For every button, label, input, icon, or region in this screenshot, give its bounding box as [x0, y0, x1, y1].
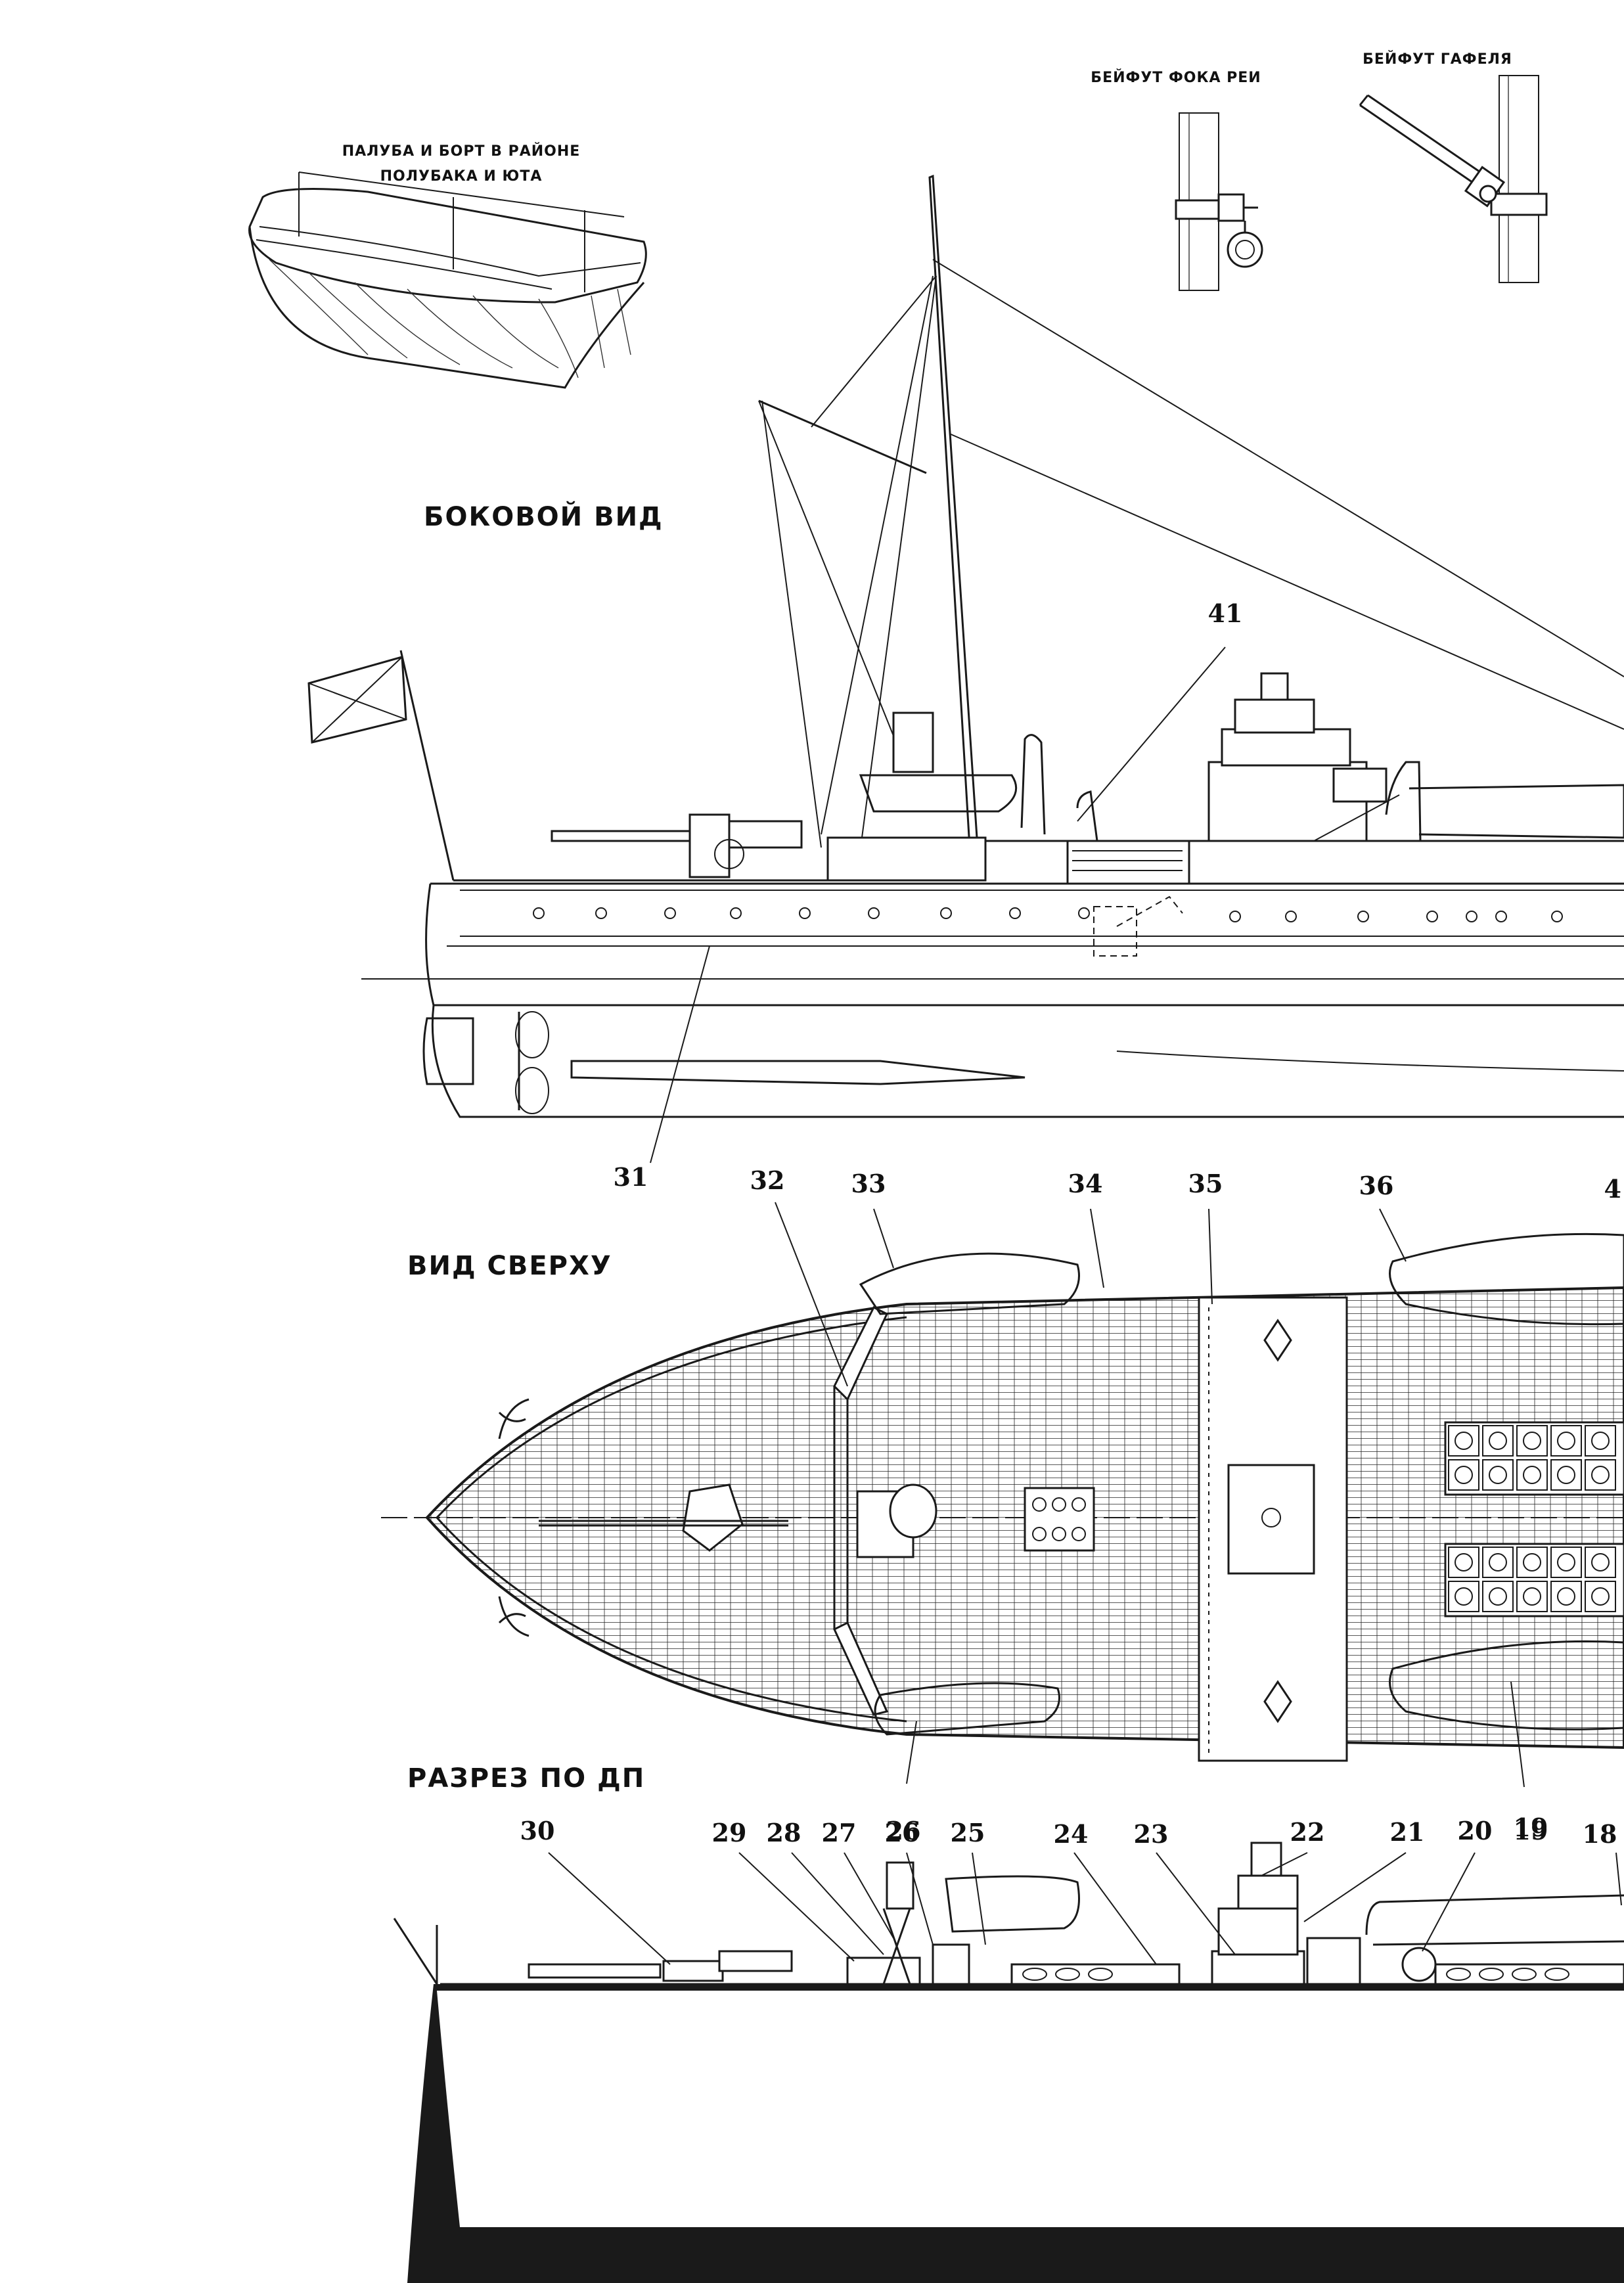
- skylight-porthole: [1591, 1466, 1610, 1484]
- callout-26-top: 26: [886, 1816, 921, 1845]
- skylight-porthole: [1455, 1587, 1473, 1606]
- callout-26: 26: [885, 1818, 920, 1847]
- skylight-pane: [1550, 1581, 1582, 1612]
- skylight-pane: [1482, 1425, 1514, 1457]
- skylight-pane: [1516, 1425, 1548, 1457]
- skylight-porthole: [1557, 1466, 1575, 1484]
- skylight-porthole: [1591, 1432, 1610, 1450]
- skylight-porthole: [1455, 1466, 1473, 1484]
- flag-icon: [307, 650, 455, 881]
- callout-24: 24: [1054, 1819, 1089, 1849]
- skylight-porthole: [1557, 1432, 1575, 1450]
- skylight-porthole: [1591, 1587, 1610, 1606]
- callout-36: 36: [1359, 1171, 1394, 1200]
- callout-19: 19: [1514, 1816, 1548, 1845]
- skylight-pane: [1482, 1547, 1514, 1578]
- skylight-porthole: [1591, 1553, 1610, 1571]
- callout-32: 32: [750, 1165, 785, 1195]
- skylight-pane: [1448, 1425, 1479, 1457]
- callout-29: 29: [712, 1818, 747, 1847]
- gaff-heading: БЕЙФУТ ГАФЕЛЯ: [1363, 51, 1512, 68]
- foreyard-heading: БЕЙФУТ ФОКА РЕИ: [1091, 69, 1261, 86]
- skylight-pane: [1516, 1459, 1548, 1491]
- top-view: ВИД СВЕРХУ 32 33 34 35 36 4: [381, 1165, 1624, 1845]
- callout-41: 41: [1208, 599, 1243, 628]
- skylight-pane: [1585, 1581, 1616, 1612]
- callout-27: 27: [822, 1818, 857, 1847]
- callout-22: 22: [1290, 1817, 1325, 1847]
- callout-35: 35: [1188, 1169, 1223, 1198]
- skylight-pane: [1585, 1459, 1616, 1491]
- skylight-pane: [1585, 1547, 1616, 1578]
- skylight-pane: [1585, 1425, 1616, 1457]
- skylight-pane: [1482, 1459, 1514, 1491]
- skylight-porthole: [1557, 1553, 1575, 1571]
- gun-icon: [551, 813, 803, 878]
- callout-21: 21: [1390, 1817, 1425, 1847]
- callout-20: 20: [1458, 1816, 1493, 1845]
- skylight-pane: [1448, 1581, 1479, 1612]
- callout-25: 25: [951, 1818, 985, 1847]
- deck-detail-heading-2: ПОЛУБАКА И ЮТА: [380, 168, 543, 185]
- callout-28: 28: [767, 1818, 801, 1847]
- skylight-porthole: [1455, 1553, 1473, 1571]
- deck-detail-heading-1: ПАЛУБА И БОРТ В РАЙОНЕ: [342, 143, 581, 160]
- foreyard-belaying-detail: БЕЙФУТ ФОКА РЕИ: [1091, 69, 1263, 291]
- callout-34: 34: [1068, 1169, 1103, 1198]
- centerline-section: РАЗРЕЗ ПО ДП 30 29 28 27 26: [393, 1763, 1624, 2283]
- callout-33: 33: [851, 1169, 886, 1198]
- skylight-grid-stbd: [1444, 1543, 1624, 1617]
- skylight-pane: [1448, 1547, 1479, 1578]
- skylight-porthole: [1489, 1466, 1507, 1484]
- skylight-porthole: [1489, 1432, 1507, 1450]
- callout-31: 31: [614, 1162, 648, 1192]
- callout-30: 30: [520, 1816, 555, 1845]
- side-view: БОКОВОЙ ВИД: [307, 174, 1624, 1192]
- skylight-porthole: [1523, 1587, 1541, 1606]
- skylight-porthole: [1489, 1553, 1507, 1571]
- skylight-porthole: [1523, 1466, 1541, 1484]
- skylight-pane: [1516, 1581, 1548, 1612]
- skylight-pane: [1482, 1581, 1514, 1612]
- anchor-icon: [498, 1398, 530, 1637]
- skylight-porthole: [1523, 1553, 1541, 1571]
- deck-detail-sketch: ПАЛУБА И БОРТ В РАЙОНЕ ПОЛУБАКА И ЮТА: [248, 143, 647, 389]
- side-view-heading: БОКОВОЙ ВИД: [424, 501, 664, 532]
- callout-18: 18: [1583, 1819, 1617, 1849]
- skylight-porthole: [1455, 1432, 1473, 1450]
- skylight-grid-port: [1444, 1421, 1624, 1496]
- gun-top: [539, 1483, 788, 1552]
- skylight-porthole: [1489, 1587, 1507, 1606]
- top-view-heading: ВИД СВЕРХУ: [407, 1251, 612, 1281]
- skylight-porthole: [1523, 1432, 1541, 1450]
- lifeboat-icon: [859, 774, 1018, 813]
- callout-4x: 4: [1604, 1174, 1621, 1204]
- gaff-belaying-detail: БЕЙФУТ ГАФЕЛЯ: [1359, 51, 1548, 283]
- callout-19-top: 19: [1514, 1813, 1548, 1842]
- skylight-porthole: [1557, 1587, 1575, 1606]
- callout-23: 23: [1134, 1819, 1169, 1849]
- skylight-pane: [1448, 1459, 1479, 1491]
- skylight-pane: [1516, 1547, 1548, 1578]
- skylight-pane: [1550, 1459, 1582, 1491]
- skylight-pane: [1550, 1547, 1582, 1578]
- section-heading: РАЗРЕЗ ПО ДП: [407, 1763, 645, 1794]
- portholes: [533, 907, 1563, 922]
- propeller-icon: [422, 1011, 549, 1114]
- lifeboat-icon: [859, 1232, 1624, 1736]
- skylight-pane: [1550, 1425, 1582, 1457]
